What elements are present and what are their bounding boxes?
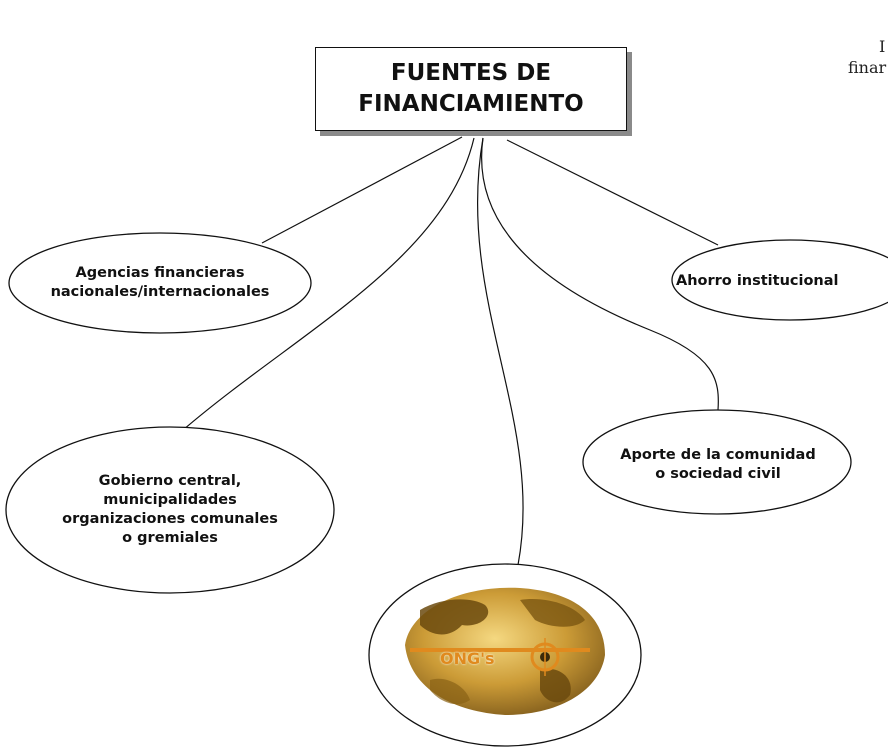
connector-ongs bbox=[476, 137, 524, 566]
ongs-globe-logo bbox=[405, 587, 605, 715]
connector-aporte bbox=[481, 137, 719, 411]
node-ongs-label: ONG's bbox=[440, 648, 495, 668]
node-ahorro-ellipse bbox=[671, 239, 888, 321]
connector-agencias bbox=[261, 136, 463, 244]
node-gobierno-ellipse bbox=[5, 426, 335, 594]
node-gobierno-label: Gobierno central, municipalidades organi… bbox=[62, 473, 278, 546]
connector-gobierno bbox=[182, 137, 475, 431]
margin-text-line1: I bbox=[879, 37, 886, 56]
node-aporte-ellipse bbox=[582, 409, 852, 515]
diagram-title: FUENTES DE FINANCIAMIENTO bbox=[358, 60, 584, 117]
node-agencias-label: Agencias financieras nacionales/internac… bbox=[50, 265, 270, 300]
node-ahorro-label: Ahorro institucional bbox=[676, 272, 839, 289]
node-aporte-label: Aporte de la comunidad o sociedad civil bbox=[620, 447, 816, 482]
connector-ahorro bbox=[506, 139, 719, 246]
node-agencias-ellipse bbox=[8, 232, 312, 334]
margin-text-line2: finar bbox=[848, 58, 887, 77]
title-box: FUENTES DE FINANCIAMIENTO bbox=[315, 47, 627, 131]
ongs-banner bbox=[410, 648, 590, 652]
